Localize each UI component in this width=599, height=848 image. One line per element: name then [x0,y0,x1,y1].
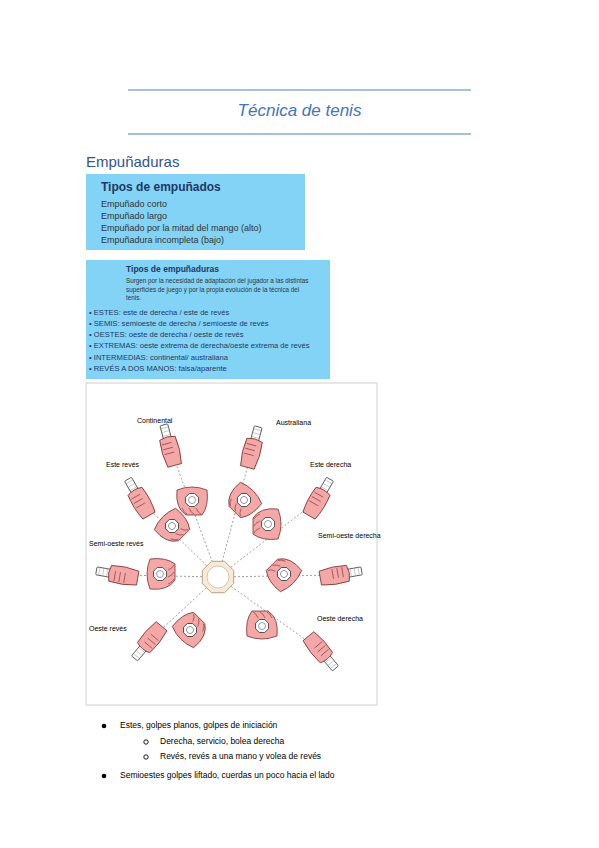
grip-hand-section [262,553,304,595]
page-title: Técnica de tenis [0,101,599,121]
figure-frame [86,383,377,705]
box-text: • SEMIS: semioeste de derecha / semioest… [89,318,328,329]
box-heading: Tipos de empuñaduras [126,264,328,275]
rule-line [128,134,471,135]
box-text: Empuñado corto [101,198,299,210]
grip-hand [319,562,363,587]
grip-hand [302,631,342,674]
grip-label: Australiana [276,419,311,426]
box-heading: Tipos de empuñados [101,180,299,195]
box-text: • INTERMEDIAS: continental/ australiana [89,352,328,363]
grip-label: Oeste derecha [317,615,363,622]
grip-label: Este revés [106,461,139,468]
list-item: Estes, golpes planos, golpes de iniciaci… [120,720,277,730]
grip-hand-section [177,487,208,515]
section-heading: Empuñaduras [86,153,179,170]
bullet-dot [102,774,107,779]
grip-hand-section [247,611,278,639]
grip-hand-section [253,509,281,540]
grip-hand [95,562,139,587]
box-text: Empuñado por la mitad del mango (alto) [101,222,299,234]
grip-hand [301,475,337,520]
list-item: Revés, revés a una mano y volea de revés [160,751,321,761]
handle-core [207,566,229,588]
rule-line [128,90,471,91]
info-box: Tipos de empuñadosEmpuñado cortoEmpuñado… [86,174,305,250]
bullet-ring [144,740,148,744]
grip-illustration [95,423,363,675]
bullet-ring [144,755,148,759]
grip-hand [239,425,267,470]
box-text: • EXTREMAS: oeste extrema de derecha/oes… [89,340,328,351]
box-text: • REVÉS A DOS MANOS: falsa/aparente [89,363,328,374]
grip-label: Oeste revés [89,625,127,632]
grip-hand-section [152,506,194,548]
bullet-dot [102,724,107,729]
box-text: Empuñado largo [101,210,299,222]
box-text: • ESTES: este de derecha / este de revés [89,307,328,318]
box-text: Surgen por la necesidad de adaptación de… [126,277,316,303]
info-box: Tipos de empuñadurasSurgen por la necesi… [86,260,330,379]
grip-hand-section [223,480,265,522]
grip-hand-section [147,559,175,590]
box-text: • OESTES: oeste de derecha / oeste de re… [89,329,328,340]
list-item: Semioestes golpes liftado, cuerdas un po… [120,770,335,780]
grip-hand-section [170,608,212,650]
grip-hand [128,621,168,664]
handle-section [202,561,233,592]
grip-label: Este derecha [310,461,351,468]
grip-label: Continental [137,417,172,424]
grip-label: Semi-oeste derecha [318,532,381,539]
grip-hand [155,423,183,468]
grip-hand [120,475,156,520]
grip-label: Semi-oeste revés [89,540,143,547]
list-item: Derecha, servicio, bolea derecha [160,736,284,746]
box-text: Empuñadura incompleta (bajo) [101,234,299,246]
